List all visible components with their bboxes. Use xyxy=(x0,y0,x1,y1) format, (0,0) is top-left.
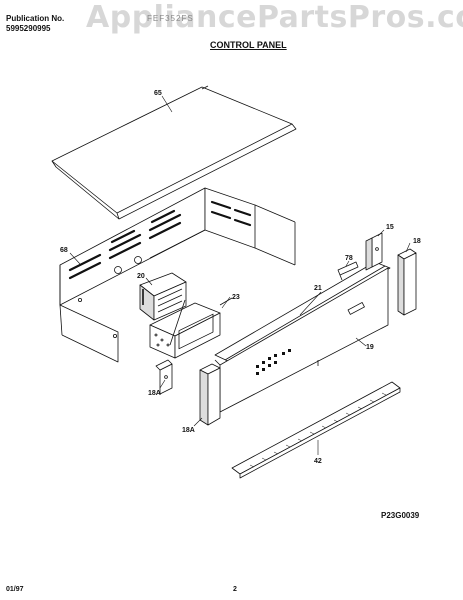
part-20-control-module xyxy=(139,272,187,321)
part-label-20: 20 xyxy=(137,273,145,280)
section-title: CONTROL PANEL xyxy=(210,40,287,50)
part-68-back-housing xyxy=(59,187,296,363)
part-18-end-cap xyxy=(397,248,417,316)
publication-label: Publication No. xyxy=(6,14,65,23)
part-label-78: 78 xyxy=(345,255,353,262)
part-78-clip xyxy=(337,261,359,281)
page-number: 2 xyxy=(233,586,237,593)
publication-number: 5995290995 xyxy=(6,24,51,33)
part-65-top-cover xyxy=(51,85,297,220)
part-18a-bracket xyxy=(155,359,173,395)
watermark: AppliancePartsPros.com xyxy=(86,0,463,35)
part-23-circuit-board xyxy=(149,297,233,359)
part-15-bracket xyxy=(365,232,383,271)
leader-lines xyxy=(69,95,411,455)
part-label-18a-cap: 18A xyxy=(182,427,195,434)
part-label-68: 68 xyxy=(60,247,68,254)
part-label-19: 19 xyxy=(366,344,374,351)
part-label-42: 42 xyxy=(314,458,322,465)
model-number: FEF352FS xyxy=(147,14,194,23)
part-label-65: 65 xyxy=(154,90,162,97)
part-18a-end-cap xyxy=(199,363,221,426)
part-label-18: 18 xyxy=(413,238,421,245)
part-label-21: 21 xyxy=(314,285,322,292)
date-code: 01/97 xyxy=(6,586,24,593)
part-42-vent-trim xyxy=(231,381,401,479)
part-label-15: 15 xyxy=(386,224,394,231)
part-label-23: 23 xyxy=(232,294,240,301)
part-label-18a-bracket: 18A xyxy=(148,390,161,397)
diagram-code: P23G0039 xyxy=(381,511,420,520)
